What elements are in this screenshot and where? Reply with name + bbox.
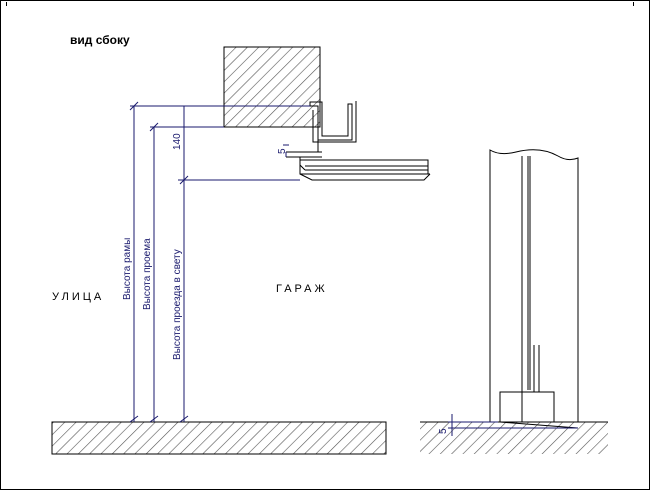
dim-label-5-top: 5	[277, 148, 288, 154]
lintel-block	[223, 46, 321, 128]
floor-left	[51, 421, 387, 455]
bottom-gap-dimension	[448, 414, 578, 436]
dim-label-clear-passage: Высота проезда в свету	[172, 249, 183, 360]
corner-mark-right	[633, 2, 634, 6]
frame-profile	[286, 101, 431, 181]
guide-rail-post	[480, 149, 579, 429]
floor-right	[420, 421, 608, 454]
dim-label-5-bottom: 5	[438, 428, 449, 434]
label-garage: ГАРАЖ	[276, 283, 328, 295]
corner-mark-left	[6, 2, 7, 6]
dim-label-140: 140	[172, 133, 183, 150]
dim-label-frame-height: Высота рамы	[122, 238, 133, 300]
view-title: вид сбоку	[70, 33, 130, 47]
dimension-lines	[129, 101, 310, 423]
label-street: УЛИЦА	[52, 291, 104, 303]
dim-label-opening-height: Высота проема	[142, 238, 153, 310]
